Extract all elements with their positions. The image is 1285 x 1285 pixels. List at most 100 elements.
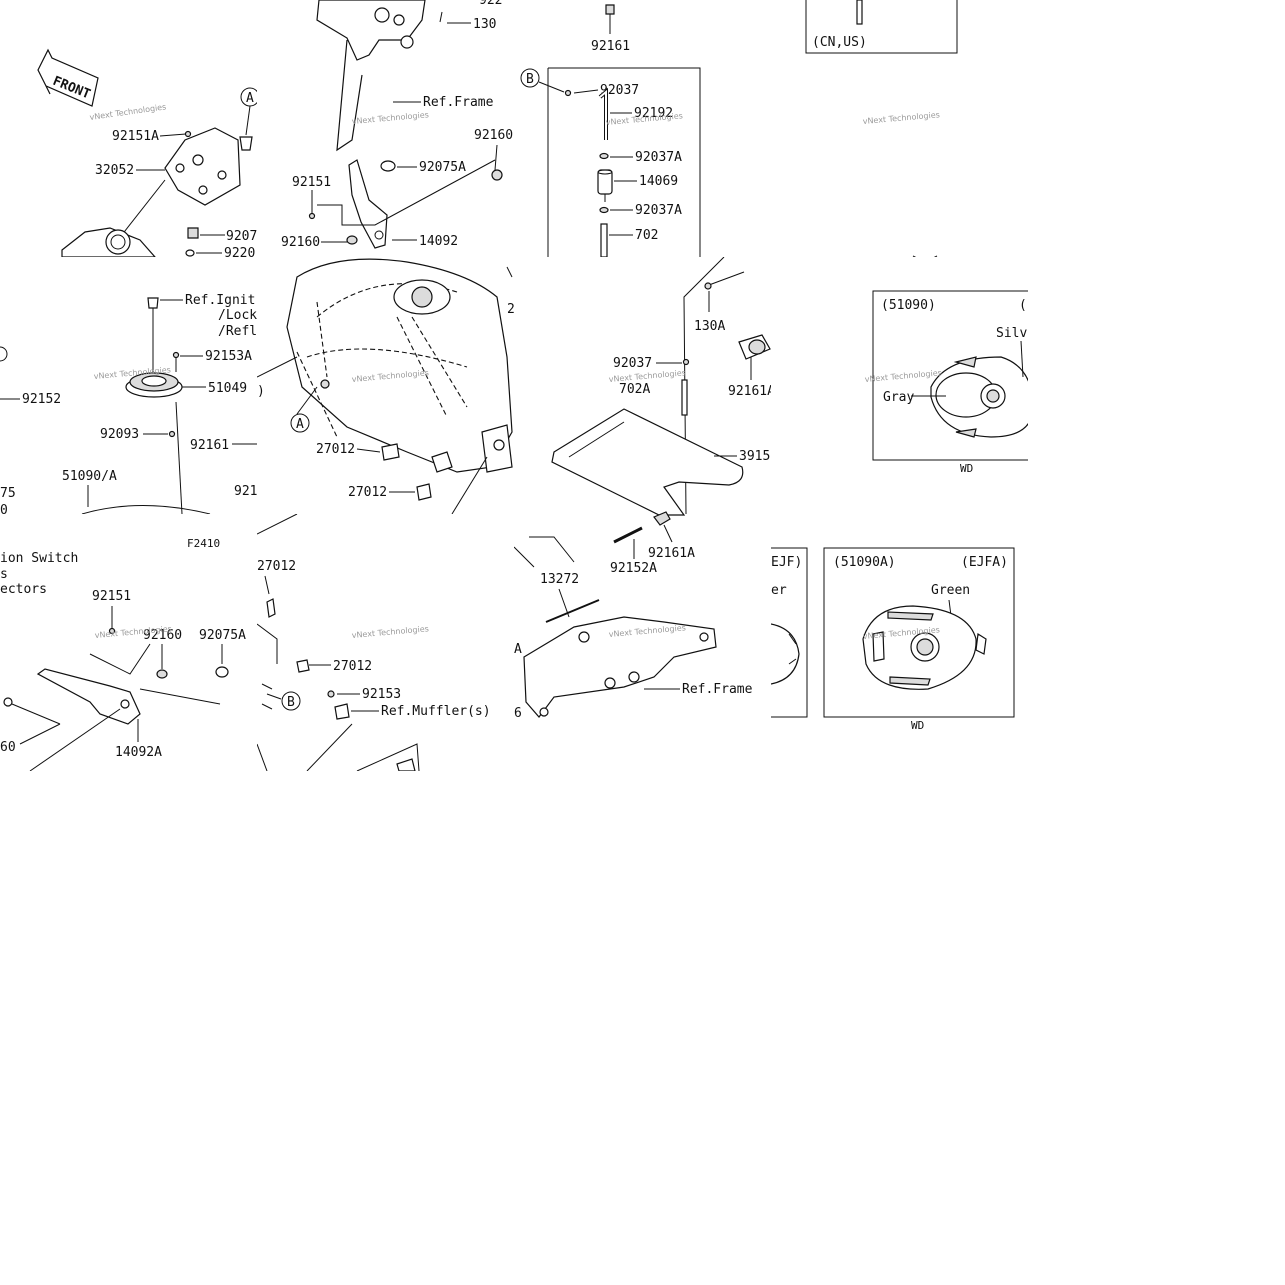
- part-label-92037: 92037: [600, 83, 639, 98]
- part-label-9207: 9207: [226, 229, 257, 244]
- part-label-702: 702: [635, 228, 658, 243]
- bushing-92161a-part: [738, 334, 771, 360]
- tile-rod-assembly: 92161 B 92037 92192 92037A 14069 92037A: [514, 0, 771, 257]
- variant-box-label: (CN,US): [812, 35, 867, 50]
- part-label-92161: 92161: [591, 39, 630, 54]
- part-label-92075a: 92075A: [419, 160, 466, 175]
- ignition-body-part: [61, 227, 156, 257]
- variant-code-label: (51090): [881, 298, 936, 313]
- part-label-51049: 51049: [208, 381, 247, 396]
- part-label-27012-bottom: 27012: [333, 659, 372, 674]
- part-label-60-partial: 60: [0, 740, 16, 755]
- callout-b-letter: B: [287, 695, 295, 710]
- bracket-14092a-part: [36, 668, 141, 725]
- bracket-part: [109, 127, 241, 251]
- tile-grommets: 27012 27012 B 92153 Ref.Muffler(s) vNext…: [257, 514, 514, 771]
- part-label-27012-top: 27012: [257, 559, 296, 574]
- part-label-ref-frame-rear: Ref.Frame: [682, 682, 753, 697]
- part-label-92152: 92152: [22, 392, 61, 407]
- tile-variant-box-ejf-partial: EJF) er: [771, 514, 811, 771]
- bracket-14092-part: [348, 159, 388, 249]
- callout-b-icon: [281, 691, 301, 711]
- fuel-cap-51049-part: [125, 372, 183, 398]
- color-label-green: Green: [931, 583, 970, 598]
- callout-b-icon: [520, 68, 540, 88]
- tile-fuel-tank: 2 A ) 27012 27012 vNext Technologies: [257, 257, 514, 514]
- tray-3915-part: [551, 408, 744, 516]
- part-label-27012-a: 27012: [316, 442, 355, 457]
- part-label-92160-bottom: 92160: [281, 235, 320, 250]
- tank-top-silver-part: [930, 356, 1028, 438]
- variant-region-label: (EJFA): [961, 555, 1008, 570]
- tile-tray-frame: 130A 92161A 92037 702A 3915 92161A 92: [514, 257, 771, 771]
- variant-caption: WD: [911, 719, 924, 732]
- part-label-ref-frame-top: Ref.Frame: [423, 95, 494, 110]
- variant-region-partial: EJF): [771, 555, 802, 570]
- fuel-tank-part: [286, 258, 513, 473]
- part-label-92037: 92037: [613, 356, 652, 371]
- damper-14069-part: [597, 169, 613, 202]
- watermark: vNext Technologies: [351, 110, 429, 126]
- part-label-702a: 702A: [619, 382, 650, 397]
- label-ignition-switch-partial: ion Switch: [0, 551, 78, 566]
- part-label-130a: 130A: [694, 319, 725, 334]
- part-label-92192: 92192: [634, 106, 673, 121]
- part-label-92037a-bottom: 92037A: [635, 203, 682, 218]
- variant-region-partial: (E: [1019, 298, 1028, 313]
- label-ref-ignition: Ref.Ignit: [185, 293, 255, 308]
- tile-fuel-cap: Ref.Ignit /Lock /Refl 92153A 51049 92152…: [0, 257, 257, 514]
- label-refl: /Refl: [218, 324, 257, 339]
- tank-top-green-part: [862, 605, 987, 690]
- part-label-92151: 92151: [292, 175, 331, 190]
- callout-a-letter: A: [246, 91, 254, 106]
- part-label-27012-b: 27012: [348, 485, 387, 500]
- part-label-92093: 92093: [100, 427, 139, 442]
- part-label-bracket: ): [257, 384, 265, 399]
- part-label-92161a-top: 92161A: [728, 384, 771, 399]
- part-label-922: 922: [479, 0, 502, 8]
- watermark: vNext Technologies: [89, 102, 167, 122]
- part-label-92153a: 92153A: [205, 349, 252, 364]
- part-label-92151a: 92151A: [112, 129, 159, 144]
- part-label-9220: 9220: [224, 246, 255, 257]
- part-label-3915: 3915: [739, 449, 770, 464]
- figure-code: F2410: [187, 537, 220, 550]
- label-connectors-partial: ectors: [0, 582, 47, 597]
- callout-a-icon: [290, 413, 310, 433]
- watermark: vNext Technologies: [605, 111, 683, 127]
- label-ref-muffler: Ref.Muffler(s): [381, 704, 491, 719]
- part-label-14092: 14092: [419, 234, 458, 249]
- tile-bracket: FRONT A 92151A 32052 9207: [0, 0, 257, 257]
- part-label-92153: 92153: [362, 687, 401, 702]
- part-label-92160-top: 92160: [474, 128, 513, 143]
- label-s-partial: s: [0, 567, 8, 582]
- callout-a-letter: A: [296, 417, 304, 432]
- part-label-130: 130: [473, 17, 496, 32]
- part-label-13272: 13272: [540, 572, 579, 587]
- frame-part: [316, 0, 426, 152]
- watermark: vNext Technologies: [862, 110, 940, 126]
- part-label-32052: 32052: [95, 163, 134, 178]
- color-label-partial: er: [771, 583, 787, 598]
- part-label-92161a-bottom: 92161A: [648, 546, 695, 561]
- part-label-14069: 14069: [639, 174, 678, 189]
- watermark: vNext Technologies: [351, 624, 429, 640]
- color-label-gray: Gray: [883, 390, 914, 405]
- rear-frame-part: [523, 616, 717, 718]
- part-label-92152a: 92152A: [610, 561, 657, 576]
- color-label-silver: Silv: [996, 326, 1027, 341]
- part-label-75: 75: [0, 486, 16, 501]
- part-label-14092a: 14092A: [115, 745, 162, 760]
- part-label-92037a-top: 92037A: [635, 150, 682, 165]
- part-label-a-partial: A: [514, 642, 522, 657]
- part-label-51090a: 51090/A: [62, 469, 117, 484]
- tile-frame-bracket: 922 130 Ref.Frame 92160 92075A 92151 921…: [257, 0, 514, 257]
- part-label-92075a: 92075A: [199, 628, 246, 643]
- label-lock: /Lock: [218, 308, 257, 323]
- part-label-6-partial: 6: [514, 706, 522, 721]
- part-label-92161: 92161: [190, 438, 229, 453]
- part-label-92151: 92151: [92, 589, 131, 604]
- part-label-0: 0: [0, 503, 8, 514]
- tile-variant-box-51090a: (51090A) (EJFA) Green WD vNext Technolog…: [818, 514, 1028, 771]
